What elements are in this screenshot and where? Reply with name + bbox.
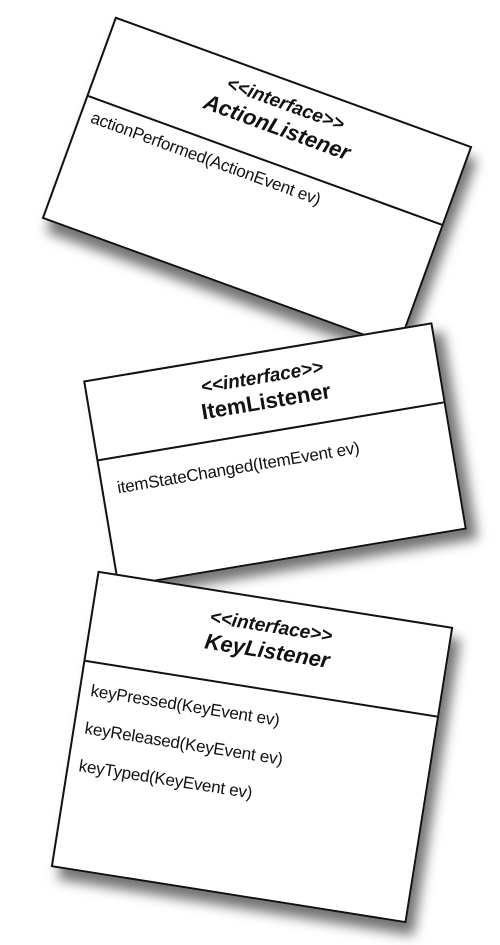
action-listener-stereotype: <<interface>> (223, 73, 348, 136)
action-listener-card: <<interface>> ActionListener actionPerfo… (41, 16, 473, 349)
key-listener-card: <<interface>> KeyListener keyPressed(Key… (50, 570, 454, 924)
item-listener-card: <<interface>> ItemListener itemStateChan… (83, 322, 467, 588)
